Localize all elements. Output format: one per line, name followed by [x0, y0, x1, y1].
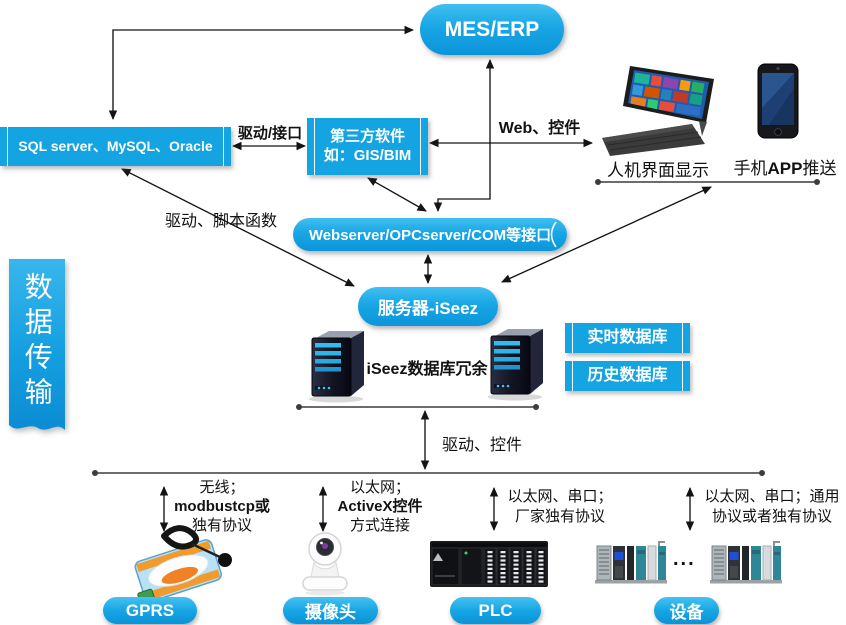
connector-sql-to-meserp	[108, 25, 414, 120]
plc-branch-label: 以太网、串口； 厂家独有协议	[502, 487, 618, 527]
camera-branch-line3: 方式连接	[349, 517, 410, 534]
third-party-node: 第三方软件 如：GIS/BIM	[307, 118, 428, 175]
plc-pill: PLC	[450, 597, 541, 624]
plc-branch-line1: 以太网、串口；	[507, 488, 613, 505]
web-controls-label: Web、控件	[498, 120, 581, 137]
device-branch-line1: 以太网、串口；通用	[704, 488, 840, 505]
gprs-branch-label: 无线； modbustcp或 独有协议	[172, 478, 272, 535]
third-party-line1: 第三方软件	[329, 127, 405, 145]
webserver-arc-decoration	[550, 221, 557, 248]
camera-pill-label: 摄像头	[305, 603, 356, 622]
tablet-image	[602, 66, 714, 156]
gprs-modem-image	[134, 525, 232, 602]
driver-script-label: 驱动、脚本函数	[165, 213, 278, 230]
connector-thirdparty-webserver	[367, 177, 427, 212]
device-pill-label: 设备	[669, 603, 704, 622]
gprs-pill-label: GPRS	[125, 600, 175, 620]
banner-ribbon-shape	[9, 259, 65, 430]
ip-camera-image	[302, 532, 348, 596]
mes-erp-node: MES/ERP	[420, 4, 564, 55]
plc-branch-line2: 厂家独有协议	[514, 508, 605, 525]
server-group-line	[296, 404, 539, 410]
realtime-db-node: 实时数据库	[565, 323, 690, 353]
mes-erp-label: MES/ERP	[444, 17, 540, 41]
device-branch-line2: 协议或者独有协议	[711, 508, 832, 525]
camera-branch-label: 以太网； ActiveX控件 方式连接	[330, 478, 430, 535]
connector-meserp-webserver	[433, 59, 495, 212]
history-db-node: 历史数据库	[565, 361, 690, 391]
sql-db-label: SQL server、MySQL、Oracle	[18, 137, 213, 154]
history-db-label: 历史数据库	[587, 367, 668, 384]
equipment-rack-left-image	[595, 541, 667, 584]
banner-text: 数据传输	[21, 272, 53, 412]
camera-branch-line2: ActiveX控件	[337, 498, 423, 515]
phone-label-bold: APP	[767, 159, 803, 178]
gprs-branch-line2: modbustcp或	[174, 498, 270, 515]
equipment-rack-right-image	[710, 541, 782, 584]
plc-pill-label: PLC	[478, 600, 513, 620]
data-transmission-banner: 数据传输	[8, 258, 72, 448]
phone-label-prefix: 手机	[733, 159, 768, 178]
server-tower-left-icon	[309, 331, 364, 403]
phone-label-suffix: 推送	[802, 159, 837, 178]
server-iseez-node: 服务器-iSeez	[358, 287, 498, 326]
device-pill: 设备	[654, 597, 719, 624]
equipment-ellipsis: ...	[673, 548, 696, 570]
sql-db-node: SQL server、MySQL、Oracle	[0, 127, 231, 166]
fieldbus-line	[92, 470, 765, 476]
hmi-display-label: 人机界面显示	[607, 161, 709, 180]
driver-controls-label: 驱动、控件	[442, 437, 523, 454]
gprs-branch-line1: 无线；	[199, 479, 245, 496]
camera-pill: 摄像头	[283, 597, 378, 624]
db-redundancy-label: iSeez数据库冗余	[366, 361, 488, 378]
smartphone-image	[757, 63, 799, 139]
camera-branch-line1: 以太网；	[349, 479, 410, 496]
gprs-branch-line3: 独有协议	[191, 517, 252, 534]
driver-interface-label: 驱动/接口	[237, 125, 303, 142]
server-iseez-label: 服务器-iSeez	[377, 299, 479, 318]
webserver-label: Webserver/OPCserver/COM等接口	[308, 227, 552, 244]
phone-app-push-label: 手机APP推送	[733, 154, 837, 179]
gprs-pill: GPRS	[103, 597, 197, 624]
server-tower-right-icon	[488, 329, 543, 401]
plc-image	[430, 541, 548, 587]
third-party-line2: 如：GIS/BIM	[323, 146, 412, 164]
realtime-db-label: 实时数据库	[587, 329, 668, 346]
device-branch-label: 以太网、串口；通用 协议或者独有协议	[698, 487, 846, 527]
webserver-node: Webserver/OPCserver/COM等接口	[293, 218, 567, 251]
